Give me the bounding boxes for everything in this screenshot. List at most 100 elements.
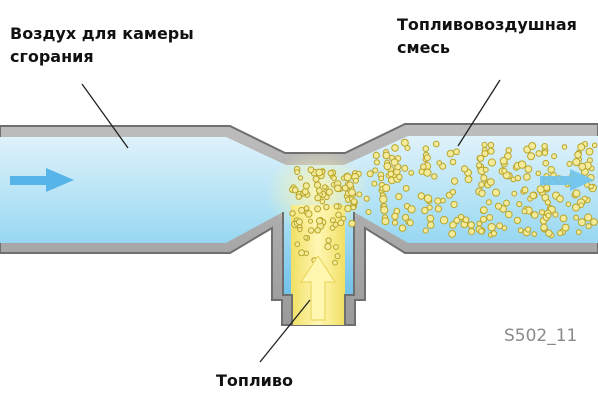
fuel-droplet <box>546 213 551 218</box>
fuel-droplet <box>317 188 323 194</box>
fuel-droplet <box>542 150 547 155</box>
fuel-droplet <box>290 211 295 216</box>
fuel-droplet <box>367 171 373 177</box>
fuel-droplet <box>491 231 496 236</box>
fuel-droplet <box>576 230 581 235</box>
fuel-droplet <box>320 199 325 204</box>
fuel-droplet <box>536 171 541 176</box>
fuel-droplet <box>314 182 320 188</box>
fuel-droplet <box>589 184 594 189</box>
fuel-droplet <box>525 227 530 232</box>
fuel-droplet <box>524 174 531 181</box>
air-label-line-2: сгорания <box>10 45 194 68</box>
fuel-droplet <box>333 260 338 265</box>
fuel-droplet <box>465 176 472 183</box>
fuel-droplet <box>316 218 322 224</box>
fuel-droplet <box>332 176 337 181</box>
fuel-droplet <box>440 217 447 224</box>
fuel-droplet <box>532 212 539 219</box>
fuel-droplet <box>299 207 305 213</box>
fuel-droplet <box>578 144 585 151</box>
fuel-droplet <box>435 206 441 212</box>
fuel-droplet <box>384 163 391 170</box>
fuel-droplet <box>428 222 435 229</box>
fuel-droplet <box>328 171 333 176</box>
fuel-droplet <box>515 175 520 180</box>
fuel-droplet <box>373 168 378 173</box>
fuel-droplet <box>574 215 579 220</box>
fuel-droplet <box>349 189 356 196</box>
fuel-droplet <box>450 159 456 165</box>
fuel-droplet <box>528 153 535 160</box>
air-label: Воздух для камеры сгорания <box>10 22 194 68</box>
fuel-droplet <box>424 155 430 161</box>
fuel-droplet <box>421 164 427 170</box>
fuel-droplet <box>451 178 457 184</box>
fuel-droplet <box>525 166 532 173</box>
fuel-droplet <box>330 218 335 223</box>
fuel-droplet <box>545 200 550 205</box>
fuel-droplet <box>315 195 321 201</box>
fuel-droplet <box>469 229 475 235</box>
fuel-droplet <box>557 196 564 203</box>
fuel-droplet <box>382 218 389 225</box>
fuel-droplet <box>383 152 390 159</box>
fuel-droplet <box>391 159 398 166</box>
fuel-droplet <box>366 210 371 215</box>
fuel-droplet <box>405 146 410 151</box>
fuel-droplet <box>447 150 454 157</box>
fuel-droplet <box>562 145 567 150</box>
fuel-droplet <box>573 159 580 166</box>
fuel-droplet <box>373 152 379 158</box>
fuel-droplet <box>423 146 429 152</box>
fuel-droplet <box>537 186 544 193</box>
fuel-droplet <box>409 171 414 176</box>
fuel-droplet <box>349 220 355 226</box>
fuel-droplet <box>298 176 302 180</box>
fuel-droplet <box>351 199 357 205</box>
fuel-droplet <box>480 216 486 222</box>
fuel-droplet <box>364 196 369 201</box>
fuel-droplet <box>517 202 522 207</box>
fuel-droplet <box>418 193 424 199</box>
mixture-label-line-2: смесь <box>397 36 577 59</box>
fuel-droplet <box>313 176 319 182</box>
fuel-droplet <box>481 175 487 181</box>
fuel-droplet <box>546 230 552 236</box>
fuel-droplet <box>454 149 460 155</box>
figure-code: S502_11 <box>504 326 577 346</box>
fuel-droplet <box>427 205 432 210</box>
fuel-droplet <box>514 217 520 223</box>
fuel-droplet <box>586 148 593 155</box>
fuel-droplet <box>383 184 390 191</box>
fuel-droplet <box>512 191 517 196</box>
fuel-droplet <box>396 194 402 200</box>
fuel-droplet <box>392 145 399 152</box>
fuel-droplet <box>351 205 356 210</box>
fuel-droplet <box>548 167 554 173</box>
fuel-droplet <box>492 189 499 196</box>
mixture-label-line-1: Топливовоздушная <box>397 13 577 36</box>
fuel-droplet <box>338 220 344 226</box>
fuel-droplet <box>381 207 388 214</box>
fuel-droplet <box>299 250 305 256</box>
fuel-droplet <box>451 201 457 207</box>
fuel-droplet <box>486 200 491 205</box>
fuel-droplet <box>315 206 321 212</box>
fuel-droplet <box>357 192 362 197</box>
fuel-droplet <box>522 187 528 193</box>
fuel-droplet <box>402 165 408 171</box>
fuel-droplet <box>315 228 320 233</box>
fuel-droplet <box>380 196 387 203</box>
fuel-droplet <box>345 205 351 211</box>
fuel-droplet <box>407 220 413 226</box>
fuel-droplet <box>530 192 537 199</box>
air-label-line-1: Воздух для камеры <box>10 22 194 45</box>
fuel-droplet <box>336 212 342 218</box>
fuel-droplet <box>479 229 485 235</box>
fuel-droplet <box>592 143 597 148</box>
fuel-droplet <box>488 159 495 166</box>
fuel-droplet <box>334 204 339 209</box>
fuel-droplet <box>324 204 329 209</box>
